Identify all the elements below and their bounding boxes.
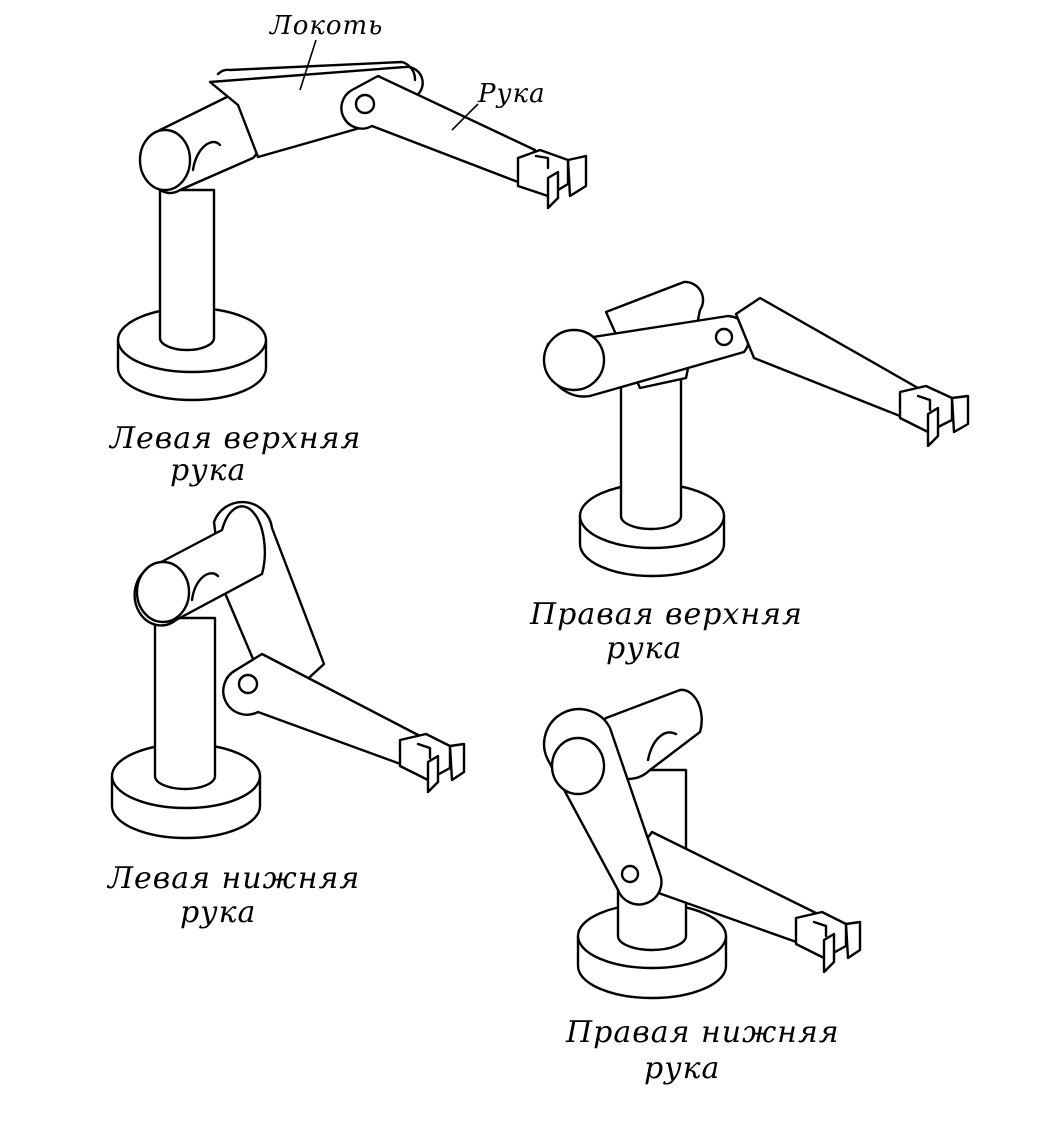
shoulder-joint (133, 505, 267, 627)
right-lower-arm-drawing (542, 688, 862, 1000)
right-upper-caption-line1: Правая верхняя (529, 597, 803, 632)
elbow-leader-line (299, 39, 317, 91)
left-upper-caption-line1: Левая верхняя (108, 421, 361, 456)
forearm (340, 74, 537, 184)
shoulder-joint (138, 89, 266, 195)
elbow-link (542, 707, 663, 906)
forearm (734, 296, 920, 420)
left-lower-arm-drawing (110, 500, 466, 840)
column (153, 616, 217, 791)
right-lower-caption-line2: рука (644, 1051, 720, 1086)
column (158, 188, 216, 352)
right-upper-arm-drawing (542, 280, 970, 578)
gripper (794, 910, 862, 974)
shoulder-joint (542, 314, 751, 398)
gripper (898, 384, 970, 448)
left-upper-caption-line2: рука (170, 453, 246, 488)
elbow-label: Локоть (268, 11, 383, 41)
arm-label: Рука (477, 79, 546, 109)
left-lower-caption-line1: Левая нижняя (106, 861, 360, 896)
arm-leader-line (451, 103, 479, 131)
right-upper-caption-line2: рука (606, 631, 682, 666)
forearm (222, 652, 422, 768)
gripper (516, 148, 588, 210)
column (619, 376, 683, 531)
right-lower-caption-line1: Правая нижняя (565, 1015, 840, 1050)
left-upper-arm-drawing (116, 39, 588, 402)
gripper (398, 732, 466, 794)
left-lower-caption-line2: рука (180, 895, 256, 930)
